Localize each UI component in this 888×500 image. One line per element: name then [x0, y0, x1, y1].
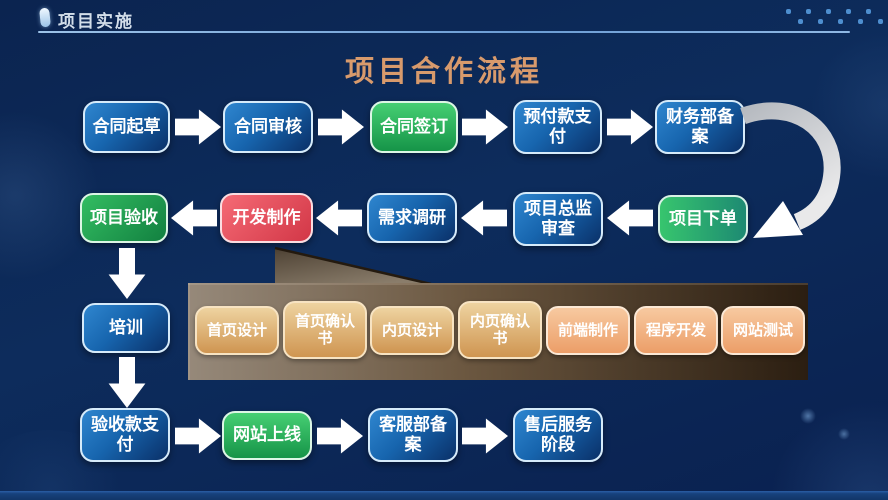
arrow-right-icon — [462, 109, 508, 145]
substep-innerpage-confirm: 内页确认书 — [458, 301, 542, 359]
node-training: 培训 — [82, 303, 170, 353]
substep-frontend: 前端制作 — [546, 306, 630, 355]
substep-homepage-confirm: 首页确认书 — [283, 301, 367, 359]
node-aftersales-stage: 售后服务阶段 — [513, 408, 603, 462]
arrow-right-icon — [317, 418, 363, 454]
arrow-right-icon — [607, 109, 653, 145]
bokeh-dot — [800, 408, 816, 424]
arrow-right-icon — [318, 109, 364, 145]
arrow-left-icon — [171, 200, 217, 236]
bokeh-dot — [838, 428, 850, 440]
node-director-review: 项目总监审查 — [513, 192, 603, 246]
bottom-accent-bar — [0, 491, 888, 500]
substep-homepage-design: 首页设计 — [195, 306, 279, 355]
substep-programming: 程序开发 — [634, 306, 718, 355]
substep-innerpage-design: 内页设计 — [370, 306, 454, 355]
arrow-left-icon — [461, 200, 507, 236]
substep-site-testing: 网站测试 — [721, 306, 805, 355]
node-site-launch: 网站上线 — [222, 411, 312, 460]
node-requirements-research: 需求调研 — [367, 193, 457, 243]
node-contract-signing: 合同签订 — [370, 101, 458, 153]
arrow-down-icon — [108, 248, 146, 299]
arrow-right-icon — [175, 418, 221, 454]
header-divider — [38, 31, 850, 33]
arrow-left-icon — [607, 200, 653, 236]
node-contract-draft: 合同起草 — [83, 101, 170, 153]
header-title: 项目实施 — [58, 12, 134, 31]
dot-grid-icon — [786, 9, 883, 29]
arrow-left-icon — [316, 200, 362, 236]
node-development: 开发制作 — [220, 193, 313, 243]
node-finance-filing: 财务部备案 — [655, 100, 745, 154]
bokeh-glow — [770, 400, 888, 500]
node-contract-review: 合同审核 — [223, 101, 313, 153]
arrow-right-icon — [462, 418, 508, 454]
node-prepayment: 预付款支付 — [513, 100, 602, 154]
capsule-bullet-icon — [39, 7, 51, 28]
node-project-acceptance: 项目验收 — [80, 193, 168, 243]
node-project-order: 项目下单 — [658, 195, 748, 243]
arrow-down-icon — [108, 357, 146, 408]
arrow-right-icon — [175, 109, 221, 145]
node-acceptance-payment: 验收款支付 — [80, 408, 170, 462]
curved-arrow-icon — [740, 102, 841, 238]
page-title: 项目合作流程 — [344, 56, 543, 88]
node-service-filing: 客服部备案 — [368, 408, 458, 462]
